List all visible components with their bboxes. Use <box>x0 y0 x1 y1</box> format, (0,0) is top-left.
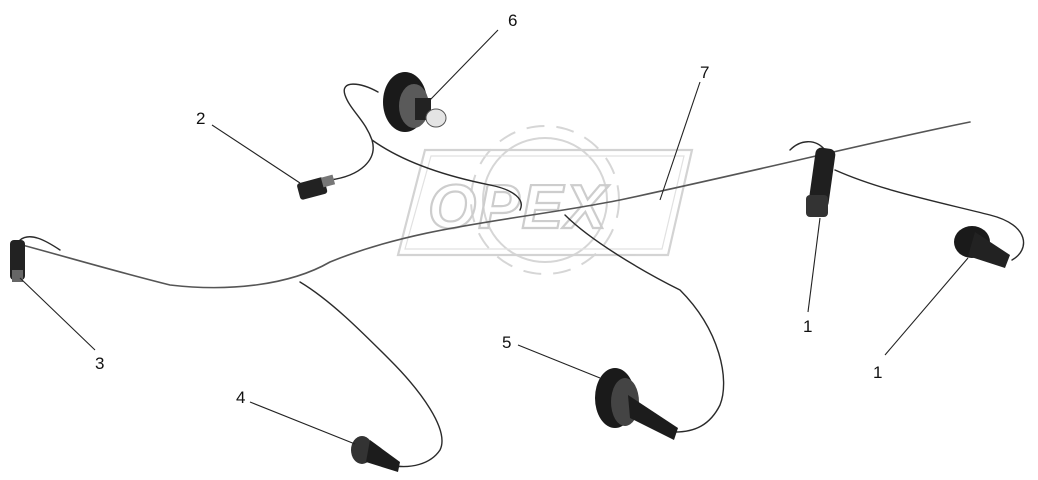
sensor-4 <box>351 436 400 472</box>
callout-1b: 1 <box>873 363 882 382</box>
opex-watermark-logo: OPEX <box>396 125 694 275</box>
main-trunk-wire <box>21 121 971 289</box>
callout-4: 4 <box>236 388 245 407</box>
sensor-1-upright <box>806 147 836 217</box>
callout-2: 2 <box>196 109 205 128</box>
callout-1a: 1 <box>803 317 812 336</box>
wire-branch-2-6 <box>329 83 522 211</box>
sensor-3 <box>10 240 25 282</box>
sensor-1-round <box>954 226 1010 268</box>
sensor-2 <box>297 174 336 200</box>
wire-branch-5 <box>564 214 725 433</box>
callout-5: 5 <box>502 333 511 352</box>
callout-7: 7 <box>700 63 709 82</box>
wire-branch-3 <box>19 236 61 251</box>
wire-branch-4 <box>299 281 443 468</box>
callout-3: 3 <box>95 354 104 373</box>
leader-lines <box>19 29 969 445</box>
sensor-6 <box>383 72 447 132</box>
wire-branch-1 <box>789 141 1025 261</box>
watermark-frame <box>396 148 694 257</box>
sensor-5 <box>595 368 678 440</box>
callout-6: 6 <box>508 11 517 30</box>
